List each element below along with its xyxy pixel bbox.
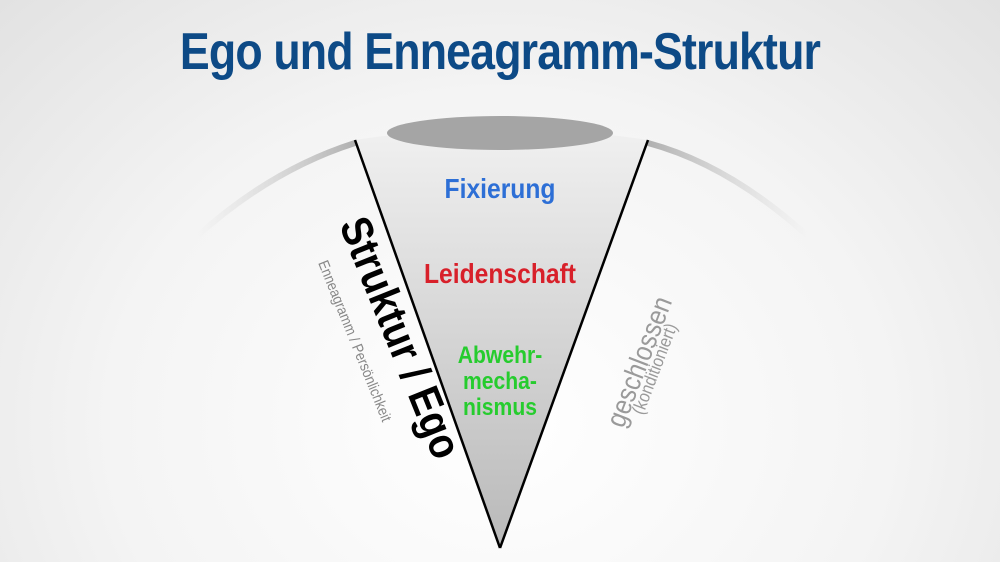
page-title: Ego und Enneagramm-Struktur — [179, 23, 821, 81]
abwehr-line-1: Abwehr- — [457, 342, 543, 369]
label-leidenschaft: Leidenschaft — [424, 258, 576, 289]
funnel-opening — [387, 116, 613, 150]
funnel-shape — [355, 140, 648, 548]
abwehr-line-3: nismus — [463, 394, 537, 421]
arc-left — [192, 140, 356, 241]
label-fixierung: Fixierung — [444, 173, 556, 204]
label-abwehrmechanismus: Abwehr- mecha- nismus — [60, 343, 940, 421]
arc-right — [647, 140, 813, 241]
abwehr-line-2: mecha- — [463, 368, 537, 395]
